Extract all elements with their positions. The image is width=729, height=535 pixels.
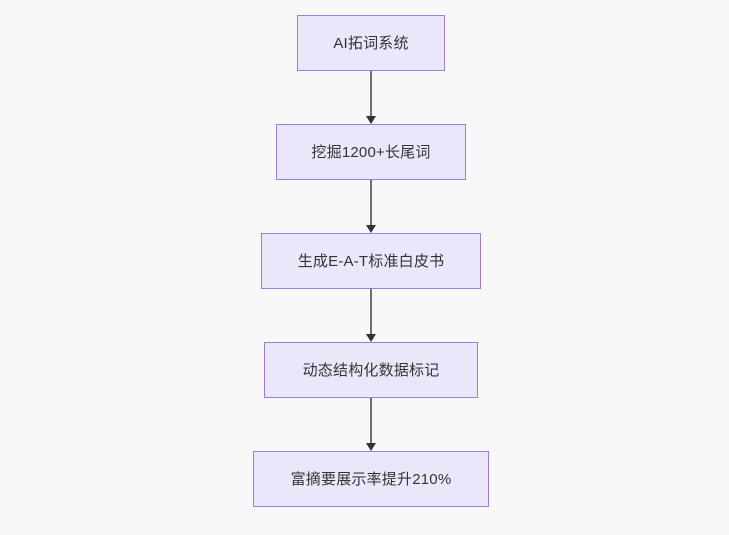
flow-node-mine-longtail-keywords[interactable]: 挖掘1200+长尾词 [276,124,466,180]
flow-connector-1 [359,71,383,124]
flow-node-dynamic-structured-data-markup[interactable]: 动态结构化数据标记 [264,342,478,398]
flow-node-label: 动态结构化数据标记 [302,361,440,379]
flow-node-label: AI拓词系统 [333,34,409,52]
flow-connector-2 [359,180,383,233]
arrow-down-icon [366,443,376,451]
connector-line [370,180,372,226]
connector-line [370,289,372,335]
arrow-down-icon [366,334,376,342]
flow-node-label: 生成E-A-T标准白皮书 [297,252,445,270]
flow-node-generate-eat-whitepaper[interactable]: 生成E-A-T标准白皮书 [261,233,481,289]
flow-connector-3 [359,289,383,342]
flow-node-ai-keyword-system[interactable]: AI拓词系统 [297,15,445,71]
connector-line [370,71,372,117]
arrow-down-icon [366,116,376,124]
flow-connector-4 [359,398,383,451]
connector-line [370,398,372,444]
flow-node-rich-snippet-impression-lift[interactable]: 富摘要展示率提升210% [253,451,489,507]
flow-node-label: 挖掘1200+长尾词 [311,143,431,161]
flow-node-label: 富摘要展示率提升210% [290,470,452,488]
arrow-down-icon [366,225,376,233]
